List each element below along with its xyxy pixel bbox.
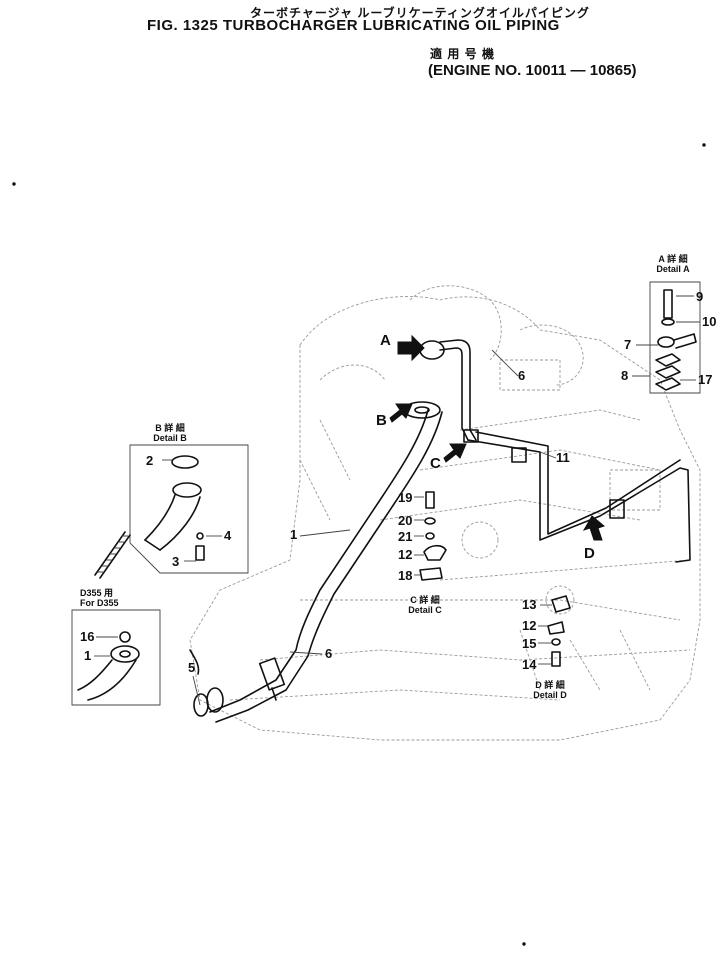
figure-title: FIG. 1325 TURBOCHARGER LUBRICATING OIL P… (147, 17, 560, 34)
callout-2: 2 (146, 453, 154, 468)
callout-7-main: 6 (518, 368, 526, 383)
callout-12-detail-c: 12 (398, 547, 413, 562)
callout-17: 17 (698, 372, 713, 387)
callout-4: 4 (224, 528, 232, 543)
engine-number-range: (ENGINE NO. 10011 — 10865) (428, 62, 637, 79)
japanese-title: ターボチャージャ ルーブリケーティングオイルパイピング (250, 6, 590, 20)
seal-5-detail (189, 649, 200, 675)
callout-14: 14 (522, 657, 537, 672)
callout-20: 20 (398, 513, 413, 528)
callout-1-d355: 1 (84, 648, 92, 663)
detail-d-parts (538, 595, 571, 667)
callout-11: 11 (556, 450, 570, 465)
main-leader-lines (192, 349, 557, 706)
detail-b-box (129, 444, 249, 574)
callout-8: 8 (621, 368, 629, 383)
detail-a-box (632, 281, 701, 394)
callout-7-detail-a: 7 (624, 337, 632, 352)
pipe-7 (419, 339, 691, 563)
o-ring-5 (193, 693, 209, 717)
callout-18: 18 (398, 568, 413, 583)
view-arrow-b (389, 403, 413, 423)
callout-5: 5 (188, 660, 196, 675)
pipe-1 (206, 401, 443, 723)
engine-block-outline (189, 285, 701, 741)
view-arrow-c (443, 443, 467, 463)
view-marker-c: C (430, 455, 441, 472)
view-marker-a: A (380, 332, 391, 349)
callout-3: 3 (172, 554, 180, 569)
callout-6: 6 (325, 646, 333, 661)
callout-15: 15 (522, 636, 537, 651)
view-arrow-d (582, 515, 606, 541)
callout-1-main: 1 (290, 527, 298, 542)
view-marker-d: D (584, 545, 595, 562)
callout-13: 13 (522, 597, 537, 612)
detail-c-parts (414, 491, 447, 581)
d355-box (71, 609, 161, 706)
callout-16: 16 (80, 629, 95, 644)
view-arrow-a (397, 334, 425, 362)
callout-10: 10 (702, 314, 717, 329)
callout-21: 21 (398, 529, 413, 544)
callout-12-detail-d: 12 (522, 618, 537, 633)
applicable-label-jp: 適 用 号 機 (430, 47, 496, 61)
view-marker-b: B (376, 412, 387, 429)
hatched-section-mark (94, 531, 131, 579)
callout-19: 19 (398, 490, 413, 505)
callout-9: 9 (696, 289, 704, 304)
